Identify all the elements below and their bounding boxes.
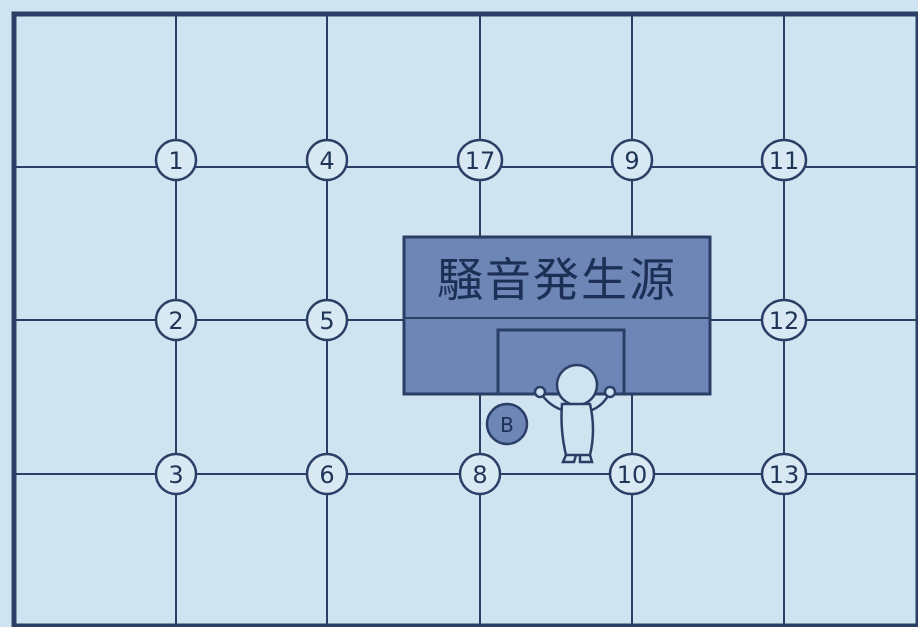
grid-node-label: 8 [472, 461, 487, 489]
person-hand-right [603, 385, 617, 399]
person-head [555, 363, 599, 407]
grid-node-label: 13 [769, 461, 800, 489]
person-body [560, 402, 595, 457]
grid-node-label: 9 [624, 147, 639, 175]
grid-node-circle [760, 298, 808, 342]
grid-node-label: 10 [617, 461, 648, 489]
grid-node-circle [154, 298, 198, 342]
person-hand-left [533, 385, 547, 399]
marker-b-label: B [500, 413, 514, 437]
grid-node-label: 12 [769, 307, 800, 335]
grid-nodes: 1 4 17 9 11 2 5 12 3 6 8 10 13 [154, 138, 808, 496]
grid-node: 8 [458, 452, 502, 496]
marker-b: B [485, 402, 529, 446]
grid-node: 17 [456, 138, 504, 182]
grid-node: 5 [305, 298, 349, 342]
noise-source: 騒音発生源 [402, 235, 712, 396]
grid-node: 3 [154, 452, 198, 496]
grid-node-circle [608, 452, 656, 496]
grid-node: 12 [760, 298, 808, 342]
grid-node: 1 [154, 138, 198, 182]
grid-node-circle [305, 298, 349, 342]
grid-node: 9 [610, 138, 654, 182]
grid-node-label: 3 [168, 461, 183, 489]
person-figure-icon [533, 363, 617, 464]
grid-node-circle [305, 138, 349, 182]
grid-node-circle [305, 452, 349, 496]
grid-node-circle [458, 452, 502, 496]
grid-node-label: 4 [319, 147, 334, 175]
grid-node-circle [456, 138, 504, 182]
grid-node-label: 2 [168, 307, 183, 335]
grid-node-circle [610, 138, 654, 182]
grid-node: 11 [760, 138, 808, 182]
grid-node: 10 [608, 452, 656, 496]
grid-node-circle [154, 452, 198, 496]
grid-node-label: 11 [769, 147, 800, 175]
noise-source-label: 騒音発生源 [437, 253, 677, 307]
grid-node-label: 17 [465, 147, 496, 175]
grid-node-circle [760, 452, 808, 496]
marker-b-circle [485, 402, 529, 446]
grid-node-circle [154, 138, 198, 182]
grid-node-circle [760, 138, 808, 182]
person-legs [561, 454, 594, 464]
grid-node-label: 5 [319, 307, 334, 335]
grid-node-label: 1 [168, 147, 183, 175]
grid-node: 6 [305, 452, 349, 496]
grid-node: 13 [760, 452, 808, 496]
grid-node-label: 6 [319, 461, 334, 489]
grid-node: 4 [305, 138, 349, 182]
grid-node: 2 [154, 298, 198, 342]
